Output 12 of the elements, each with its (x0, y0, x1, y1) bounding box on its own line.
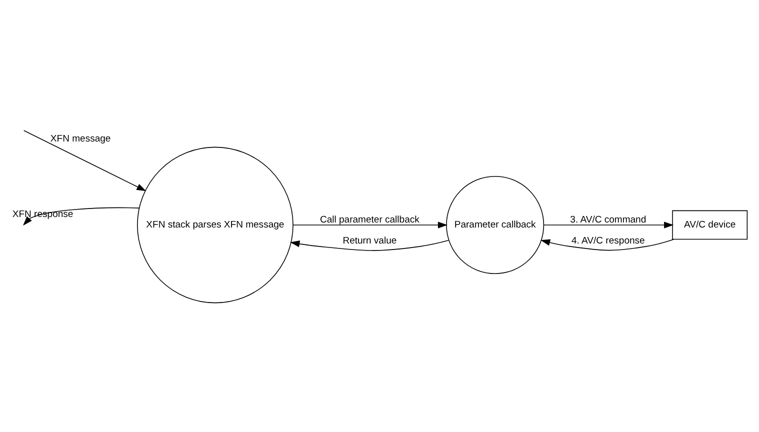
arrow (23, 130, 146, 191)
arrow (540, 238, 674, 250)
edge-label: Call parameter callback (320, 214, 420, 225)
node-box: AV/C device (672, 210, 748, 240)
node-circle: Parameter callback (446, 175, 544, 274)
arrow (544, 221, 674, 228)
edge-label: 3. AV/C command (570, 214, 646, 225)
edge-label: 4. AV/C response (571, 235, 645, 246)
edge-label: Return value (342, 235, 397, 246)
arrow (290, 240, 449, 250)
edge-label: XFN message (50, 132, 111, 144)
arrow (292, 221, 448, 228)
